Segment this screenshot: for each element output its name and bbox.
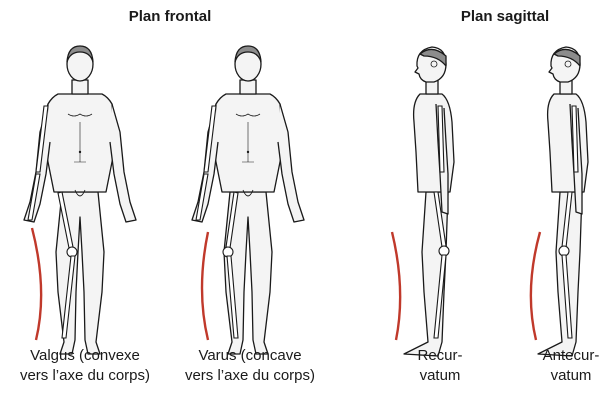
caption-valgus: Valgus (convexe vers l’axe du corps) [0,346,170,386]
figure-antecurvatum [538,47,588,356]
curve-valgus [32,228,41,340]
caption-recurvatum-line1: Recur- [400,346,480,366]
curve-antecurvatum [531,232,540,340]
figure-varus [192,46,304,354]
caption-antecurvatum-line1: Antecur- [526,346,616,366]
caption-valgus-line2: vers l’axe du corps) [0,366,170,386]
caption-recurvatum: Recur- vatum [400,346,480,386]
caption-recurvatum-line2: vatum [400,366,480,386]
caption-antecurvatum-line2: vatum [526,366,616,386]
figure-recurvatum [404,47,454,356]
curve-varus [202,232,208,340]
caption-varus: Varus (concave vers l’axe du corps) [170,346,330,386]
curve-recurvatum [392,232,400,340]
caption-antecurvatum: Antecur- vatum [526,346,616,386]
caption-varus-line2: vers l’axe du corps) [170,366,330,386]
caption-varus-line1: Varus (concave [170,346,330,366]
caption-valgus-line1: Valgus (convexe [0,346,170,366]
